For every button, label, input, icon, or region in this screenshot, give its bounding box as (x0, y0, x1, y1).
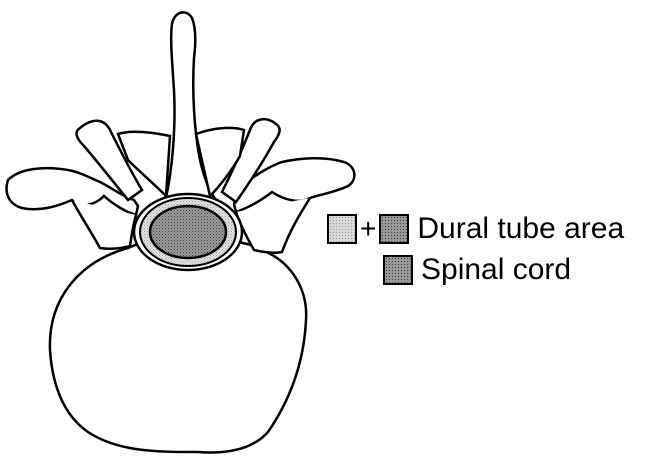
spinal-cord-swatch-2 (383, 255, 413, 285)
legend-row-spinal-cord: Spinal cord (383, 252, 571, 288)
dural-tube-label: Dural tube area (417, 211, 624, 247)
spinal-cord-swatch-1 (379, 214, 409, 244)
dural-tube-swatch (327, 214, 357, 244)
legend-row-dural-tube: + Dural tube area (327, 211, 624, 247)
plus-sign: + (360, 214, 376, 244)
spinal-cord (150, 206, 226, 258)
vertebral-body (50, 239, 306, 452)
spinal-cord-label: Spinal cord (421, 252, 571, 288)
